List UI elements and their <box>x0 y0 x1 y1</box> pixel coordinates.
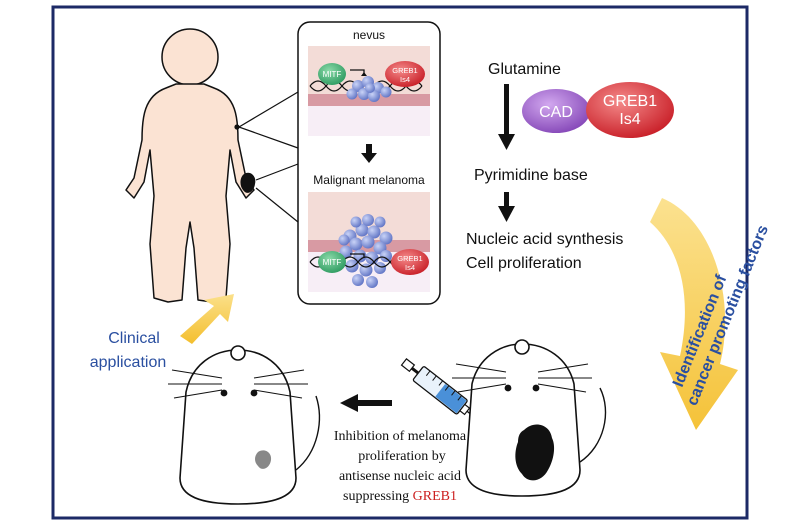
melanoma-tissue: MITF GREB1 Is4 <box>308 192 430 292</box>
zoom-line-nevus <box>238 91 299 128</box>
tumor-mouse-eye-right <box>532 384 540 392</box>
metabolic-pathway: Glutamine CAD GREB1 Is4 Pyrimidine base … <box>466 61 674 272</box>
treated-mouse <box>168 345 321 505</box>
nevus-tissue: MITF GREB1 Is4 <box>308 46 430 136</box>
inhibition-line3: antisense nucleic acid <box>339 469 461 484</box>
human-head <box>161 28 219 86</box>
progression-arrow <box>361 144 377 163</box>
clinical-line1: Clinical <box>108 330 160 347</box>
clinical-line2: application <box>90 354 167 371</box>
zoom-line-nevus-b <box>238 126 299 149</box>
inhibition-line2: proliferation by <box>358 449 445 464</box>
cad-label: CAD <box>539 104 573 121</box>
nevus-cell-cluster <box>346 76 392 102</box>
melanoma-cell-cluster <box>338 214 393 288</box>
inhibition-prefix: suppressing <box>343 489 409 504</box>
treated-mouse-eye-right <box>250 389 258 397</box>
greb1-label-top: GREB1 <box>392 66 417 75</box>
mitf-protein-top <box>318 63 346 85</box>
greb1-protein-top <box>385 61 425 87</box>
large-tumor <box>515 424 555 481</box>
tumor-mouse <box>452 339 607 497</box>
nucleic-acid-label: Nucleic acid synthesis <box>466 231 623 248</box>
mitf-label-top: MITF <box>323 70 342 79</box>
pyrimidine-label: Pyrimidine base <box>474 167 588 184</box>
greb1-label-main: GREB1 <box>603 93 657 110</box>
human-figure <box>125 28 299 303</box>
is4-label-bottom: Is4 <box>405 263 415 272</box>
greb1-label-bottom: GREB1 <box>397 254 422 263</box>
glutamine-label: Glutamine <box>488 61 561 78</box>
cell-proliferation-label: Cell proliferation <box>466 255 582 272</box>
syringe <box>400 358 482 423</box>
inhibition-gene: GREB1 <box>413 489 457 504</box>
reduced-tumor <box>255 450 272 469</box>
inhibition-line4: suppressing GREB1 <box>343 489 457 504</box>
zoom-line-melanoma <box>255 163 299 181</box>
nevus-label: nevus <box>353 28 385 42</box>
clinical-arrow <box>180 294 234 344</box>
greb1-protein-main <box>586 82 674 138</box>
treatment-arrow <box>340 394 392 412</box>
greb1-protein-bottom <box>391 249 429 275</box>
clinical-application: Clinical application <box>90 294 234 371</box>
mitf-label-bottom: MITF <box>323 258 342 267</box>
is4-label-top: Is4 <box>400 75 410 84</box>
inhibition-caption: Inhibition of melanoma proliferation by … <box>334 429 467 504</box>
mitf-protein-bottom <box>318 251 346 273</box>
inhibition-line1: Inhibition of melanoma <box>334 429 467 444</box>
pathway-arrow-2 <box>498 192 515 222</box>
cad-protein <box>522 89 590 133</box>
malignant-label: Malignant melanoma <box>313 173 425 187</box>
treated-mouse-tail <box>295 395 321 471</box>
tumor-mouse-tail <box>579 387 607 463</box>
tumor-mouse-eye-left <box>504 384 512 392</box>
melanoma-spot <box>240 172 256 193</box>
zoom-line-melanoma-b <box>255 187 299 223</box>
pathway-arrow-1 <box>498 84 515 150</box>
treated-mouse-eye-left <box>220 389 228 397</box>
tissue-inset: nevus MITF GREB1 Is4 <box>297 21 441 305</box>
human-body <box>125 83 255 303</box>
is4-label-main: Is4 <box>619 111 640 128</box>
nevus-spot <box>234 124 240 130</box>
